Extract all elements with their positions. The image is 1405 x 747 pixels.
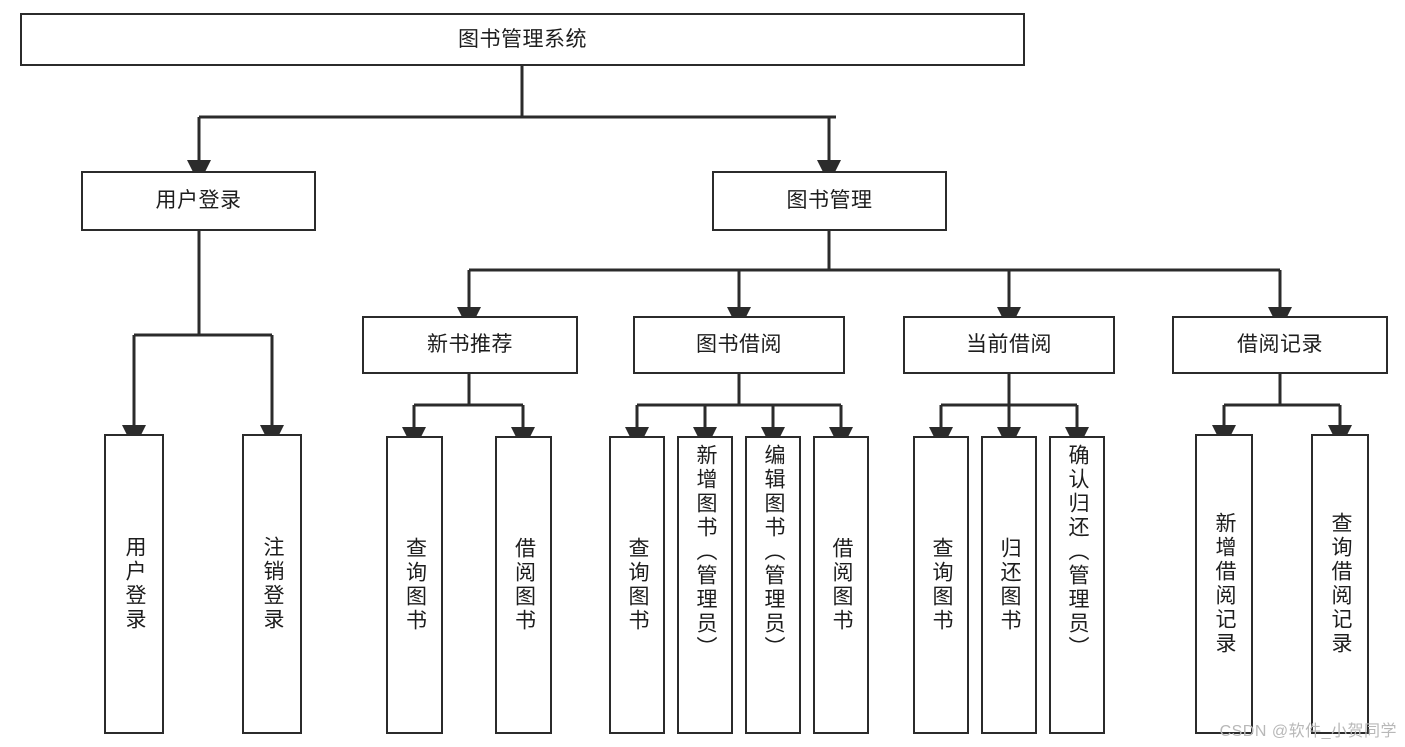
leaf-borrow-edit-book-admin[interactable]: 编辑图书（管理员）	[745, 436, 801, 734]
leaf-user-login[interactable]: 用户登录	[104, 434, 164, 734]
leaf-borrow-query-book[interactable]: 查询图书	[609, 436, 665, 734]
leaf-new-book-query-book[interactable]: 查询图书	[386, 436, 443, 734]
node-label: 查询图书	[403, 537, 427, 633]
node-label: 注销登录	[261, 536, 285, 632]
leaf-logout[interactable]: 注销登录	[242, 434, 302, 734]
leaf-current-confirm-return-admin[interactable]: 确认归还（管理员）	[1049, 436, 1105, 734]
node-book-management[interactable]: 图书管理	[712, 171, 947, 231]
node-user-login[interactable]: 用户登录	[81, 171, 316, 231]
node-label: 借阅记录	[1237, 333, 1323, 357]
node-label: 新书推荐	[427, 333, 513, 357]
leaf-borrow-borrow-book[interactable]: 借阅图书	[813, 436, 869, 734]
node-label: 借阅图书	[830, 537, 854, 633]
csdn-watermark: CSDN @软件_小贺同学	[1219, 723, 1397, 740]
node-label: 图书管理系统	[458, 27, 587, 51]
node-label: 查询图书	[930, 537, 954, 633]
leaf-borrow-add-book-admin[interactable]: 新增图书（管理员）	[677, 436, 733, 734]
node-label: 用户登录	[155, 189, 242, 213]
node-label: 新增图书（管理员）	[694, 444, 718, 660]
leaf-record-query-borrow-record[interactable]: 查询借阅记录	[1311, 434, 1369, 734]
leaf-current-query-book[interactable]: 查询图书	[913, 436, 969, 734]
node-new-book-recommend[interactable]: 新书推荐	[362, 316, 578, 374]
node-label: 查询图书	[626, 537, 650, 633]
node-label: 新增借阅记录	[1213, 512, 1237, 656]
node-label: 图书管理	[786, 189, 873, 213]
node-label: 确认归还（管理员）	[1066, 444, 1090, 660]
node-label: 编辑图书（管理员）	[762, 444, 786, 660]
node-label: 查询借阅记录	[1329, 512, 1353, 656]
node-current-borrow[interactable]: 当前借阅	[903, 316, 1115, 374]
node-label: 图书借阅	[696, 333, 782, 357]
node-label: 当前借阅	[966, 333, 1052, 357]
node-label: 用户登录	[123, 536, 147, 632]
node-root-book-management-system[interactable]: 图书管理系统	[20, 13, 1025, 66]
leaf-record-add-borrow-record[interactable]: 新增借阅记录	[1195, 434, 1253, 734]
leaf-new-book-borrow-book[interactable]: 借阅图书	[495, 436, 552, 734]
node-borrow-record[interactable]: 借阅记录	[1172, 316, 1388, 374]
node-label: 归还图书	[998, 537, 1022, 633]
node-label: 借阅图书	[512, 537, 536, 633]
node-book-borrow[interactable]: 图书借阅	[633, 316, 845, 374]
leaf-current-return-book[interactable]: 归还图书	[981, 436, 1037, 734]
